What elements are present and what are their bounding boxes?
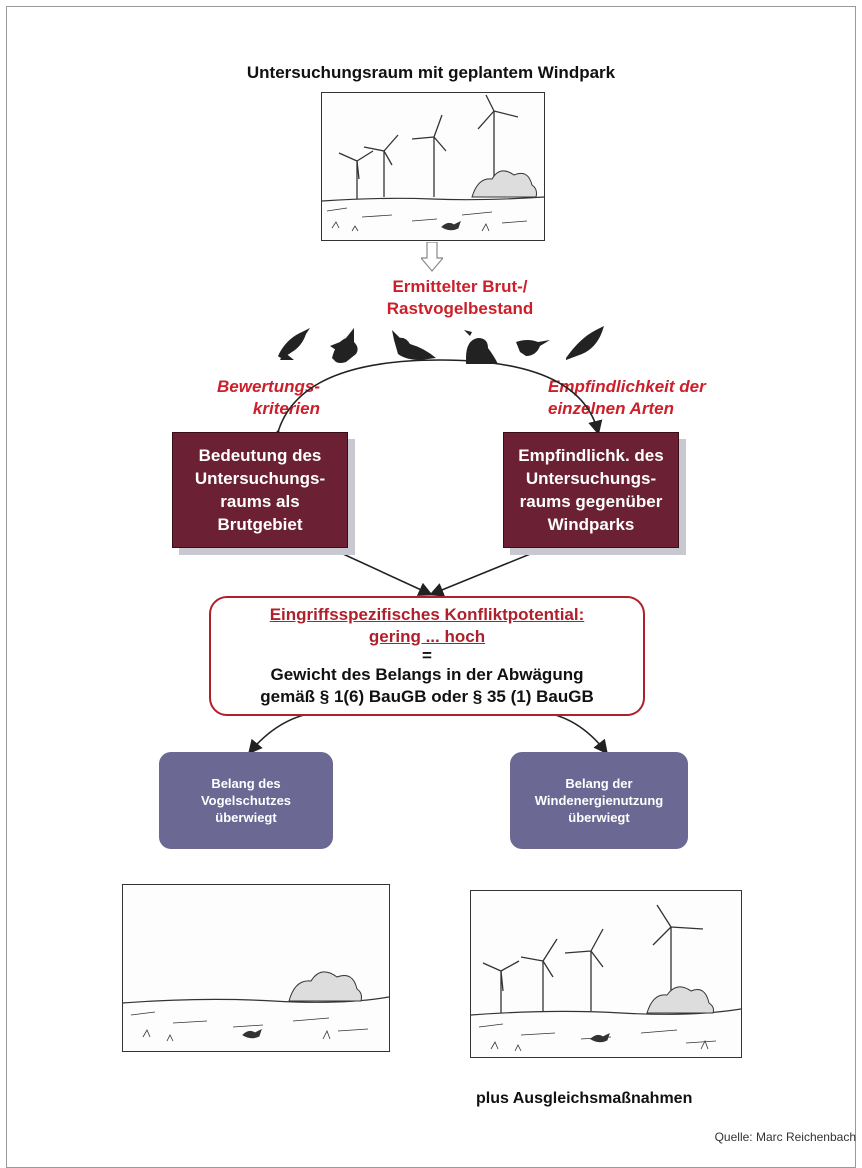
bird-icon: [566, 326, 604, 360]
sensitivity-label: Empfindlichkeit der einzelnen Arten: [548, 377, 706, 418]
conflict-potential-box: Eingriffsspezifisches Konfliktpotential:…: [209, 596, 645, 716]
outcome-wind-energy: Belang der Windenergienutzung überwiegt: [510, 752, 688, 849]
outcome-bird-protection: Belang des Vogelschutzes überwiegt: [159, 752, 333, 849]
conflict-equals: =: [422, 646, 432, 665]
box-windpark-sensitivity: Empfindlichk. des Untersuchungs- raums g…: [503, 432, 679, 548]
diagram-title: Untersuchungsraum mit geplantem Windpark: [246, 63, 616, 82]
conflict-weight: Gewicht des Belangs in der Abwägung: [270, 665, 584, 684]
bird-icon: [392, 330, 436, 360]
landscape-with-windpark: [470, 890, 742, 1058]
bird-icon: [330, 328, 358, 363]
conflict-scale: gering ... hoch: [368, 627, 486, 646]
landscape-windpark-illustration: [321, 92, 545, 241]
arrow-down-icon: [421, 242, 443, 272]
conflict-title: Eingriffsspezifisches Konfliktpotential:: [269, 605, 585, 624]
wind-turbine-icon: [338, 94, 519, 199]
box-breeding-significance: Bedeutung des Untersuchungs- raums als B…: [172, 432, 348, 548]
bird-icon: [516, 340, 550, 356]
survey-heading: Ermittelter Brut-/ Rastvogelbestand: [386, 277, 534, 318]
compensation-caption: plus Ausgleichsmaßnahmen: [476, 1090, 693, 1107]
criteria-label: Bewertungs- kriterien: [217, 377, 320, 418]
bird-silhouettes: [278, 326, 604, 364]
bird-icon: [464, 330, 498, 364]
source-credit: Quelle: Marc Reichenbach: [714, 1130, 856, 1144]
landscape-without-windpark: [122, 884, 390, 1052]
bird-icon: [278, 328, 310, 360]
wind-turbine-icon: [482, 904, 704, 1013]
conflict-law: gemäß § 1(6) BauGB oder § 35 (1) BauGB: [260, 687, 594, 706]
